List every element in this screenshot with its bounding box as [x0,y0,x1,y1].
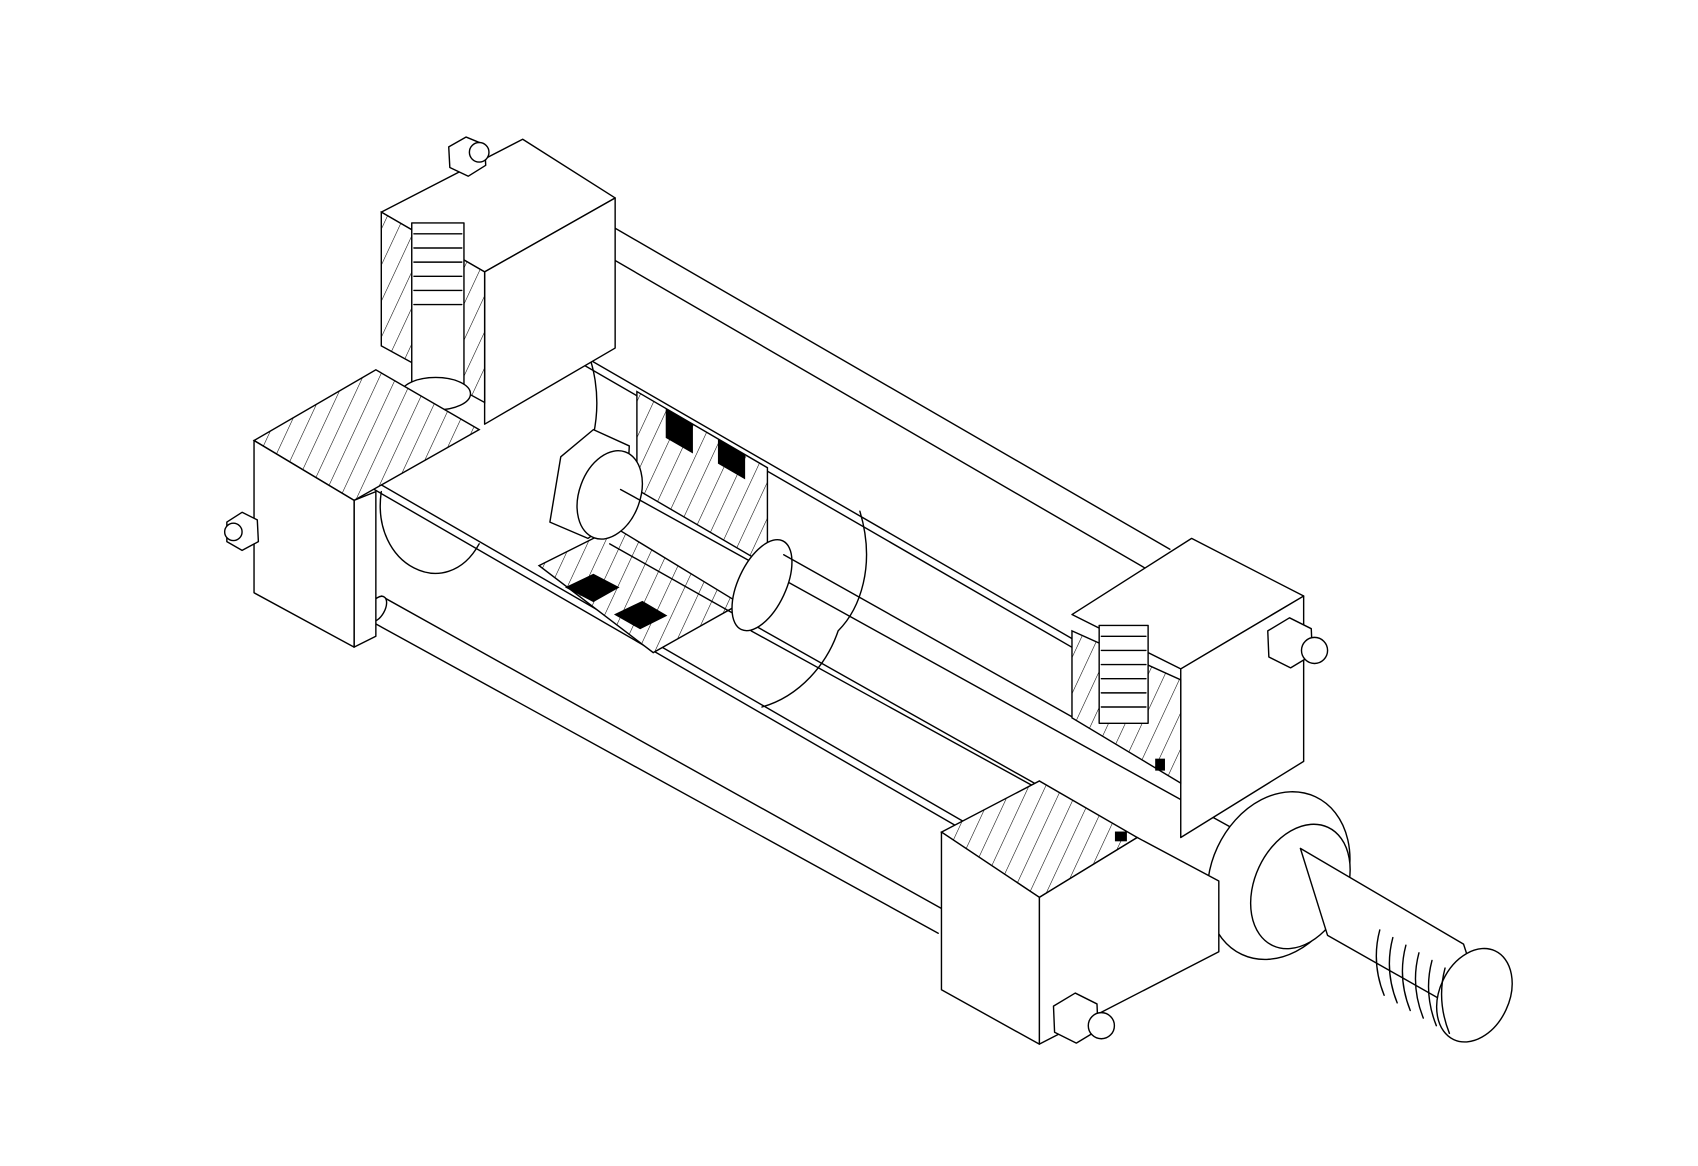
rod-seal [1155,758,1165,771]
tie-rod-nut [1052,992,1116,1044]
rod-end [1206,791,1513,1043]
rod-seal [1114,831,1127,842]
upper-tie-rod [581,216,1171,576]
front-end-cap-lower [940,780,1220,1045]
tie-rod-nut [448,136,490,177]
piston-seal [564,573,620,603]
tie-rod-nut [1267,617,1329,669]
rod-thread [1375,929,1451,1035]
piston-seal [665,408,693,454]
tie-rod-nut [223,511,260,552]
front-end-cap-upper [1071,537,1305,839]
piston-seal [613,600,668,630]
port-thread [1098,624,1149,725]
rear-end-cap-upper [380,138,616,425]
piston [537,390,769,654]
piston-seal [717,438,746,480]
rear-end-cap-lower [252,368,481,648]
